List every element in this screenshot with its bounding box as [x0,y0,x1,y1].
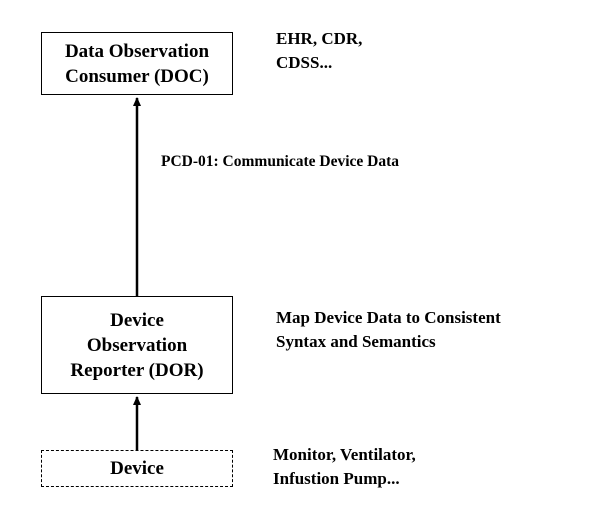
annotation-line: EHR, CDR, [276,29,363,48]
annotation-line: Syntax and Semantics [276,332,436,351]
node-label-line: Data Observation [64,40,210,62]
node-label-line: Observation [86,334,188,356]
data-observation-consumer-node: Data Observation Consumer (DOC) [41,32,233,95]
annotation-line: Infustion Pump... [273,469,400,488]
annotation-line: CDSS... [276,53,333,72]
doc-examples-annotation: EHR, CDR, CDSS... [276,27,362,75]
device-examples-annotation: Monitor, Ventilator, Infustion Pump... [273,443,416,491]
node-label-line: Device [110,458,164,479]
device-observation-reporter-node: Device Observation Reporter (DOR) [41,296,233,394]
annotation-line: Monitor, Ventilator, [273,445,416,464]
node-label-line: Device [110,309,164,331]
transaction-label: PCD-01: Communicate Device Data [161,153,400,170]
annotation-line: Map Device Data to Consistent [276,308,501,327]
dor-role-annotation: Map Device Data to Consistent Syntax and… [276,306,501,354]
node-label-line: Consumer (DOC) [65,65,209,87]
node-label-line: Reporter (DOR) [70,359,204,381]
device-node: Device [41,450,233,487]
